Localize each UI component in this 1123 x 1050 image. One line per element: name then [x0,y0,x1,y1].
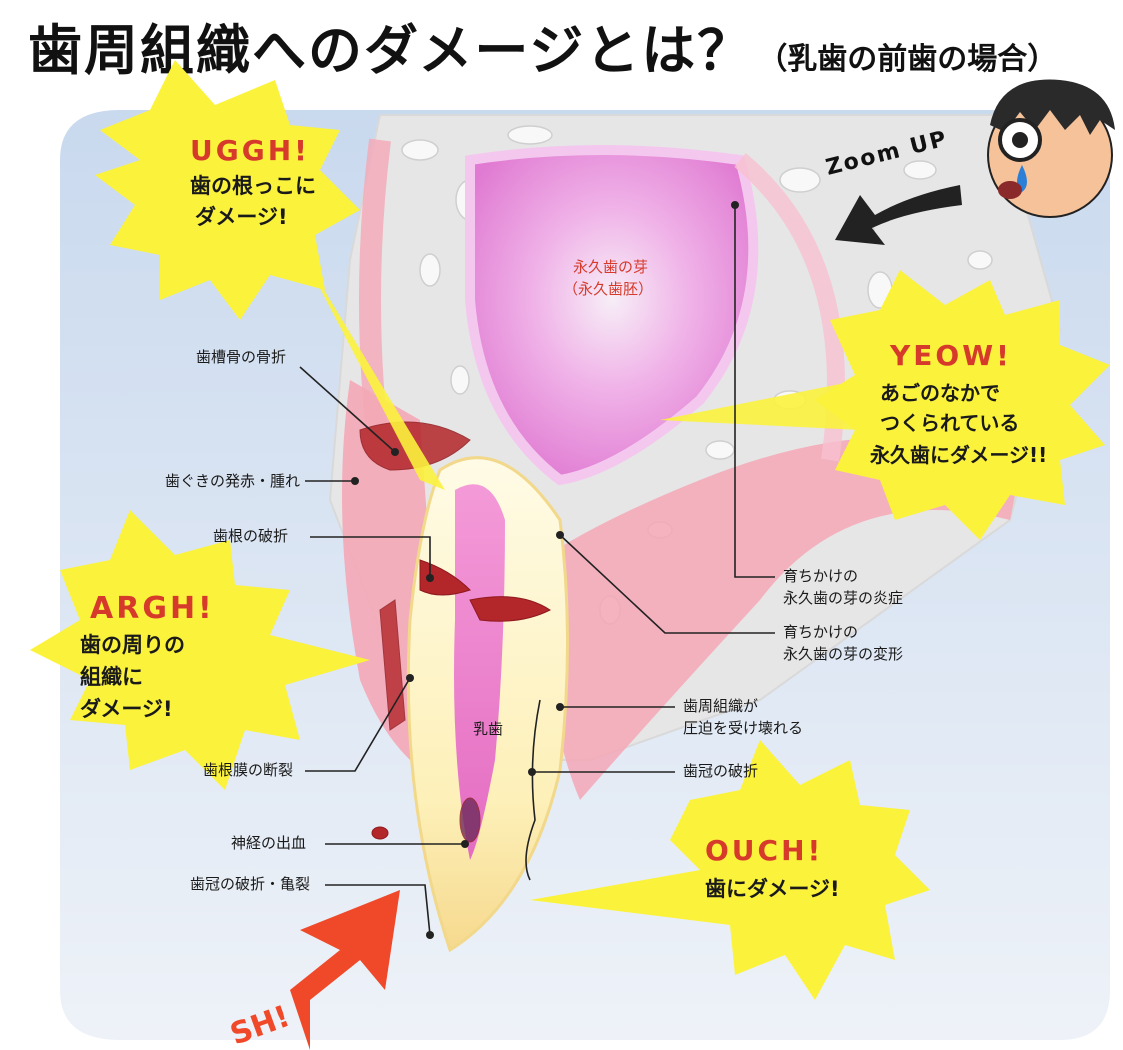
alveolar-fracture-label: 歯槽骨の骨折 [196,348,286,366]
bud-deformation-dot [556,531,564,539]
crown-crack-leader [325,884,431,936]
alveolar-fracture-dot [391,448,399,456]
bubble-ouch-shape [530,740,930,1000]
yeow-pointer [660,380,860,430]
ouch-exclaim: OUCH! [705,834,823,867]
argh-exclaim: ARGH! [90,591,215,626]
root-fracture-label: 歯根の破折 [213,527,288,545]
bubble-yeow-shape [815,270,1110,540]
alveolar-fracture-leader [299,366,396,453]
crown-crack-dot [426,931,434,939]
page-title: 歯周組織へのダメージとは？（乳歯の前歯の場合） [28,6,1057,85]
bud-inflammation-leader [734,205,775,578]
pulp-bleeding-label: 神経の出血 [231,834,306,852]
bubble-yeow: YEOW! あごのなかで つくられている 永久歯にダメージ!! [815,270,1110,540]
bud-deformation-label-line1: 育ちかけの [783,623,858,641]
gum-inflammation-label: 歯ぐきの発赤・腫れ [165,472,300,490]
bubble-ouch: OUCH! 歯にダメージ! [530,740,930,1000]
gum-inflammation-dot [351,477,359,485]
argh-line1: 歯の周りの [80,633,185,657]
impact-arrow: SH! [226,890,400,1050]
ouch-line1: 歯にダメージ! [705,877,840,901]
bone-lining [359,138,391,462]
crown-fracture-label: 歯冠の破折 [683,762,758,780]
uggh-pointer [300,250,445,490]
bubble-argh-shape [30,510,370,790]
crown-crack-label: 歯冠の破折・亀裂 [190,875,310,893]
ligament-tear-dot [406,674,414,682]
title-main: 歯周組織へのダメージとは？ [28,19,754,82]
ligament-tear-leader [305,677,411,772]
root-fracture-leader [310,536,431,578]
bubble-uggh: UGGH! 歯の根っこに ダメージ! [95,60,360,320]
ligament-tear-label: 歯根膜の断裂 [203,761,293,779]
bud-inflammation-label-line1: 育ちかけの [783,567,858,585]
tooth-pulp [454,484,505,860]
permanent-bud-label-line1: 永久歯の芽 [573,258,648,276]
argh-line2: 組織に [80,665,143,689]
periodontal-label-line2: 圧迫を受け壊れる [683,719,803,737]
periodontal-label-line1: 歯周組織が [683,697,758,715]
bubble-argh: ARGH! 歯の周りの 組織に ダメージ! [30,510,370,790]
pulp-bleeding-dot [461,840,469,848]
uggh-exclaim: UGGH! [190,134,310,167]
bud-deformation-label-line2: 永久歯の芽の変形 [783,645,903,663]
yeow-line3: 永久歯にダメージ!! [869,443,1047,467]
baby-tooth-label: 乳歯 [473,720,503,738]
gum-tissue-back [540,437,1020,800]
bud-inflammation-label-line2: 永久歯の芽の炎症 [783,589,903,607]
bubble-uggh-shape [95,60,360,320]
character-face [987,79,1115,218]
yeow-line2: つくられている [880,411,1019,435]
yeow-line1: あごのなかで [880,381,1000,405]
title-subtitle: （乳歯の前歯の場合） [757,42,1058,77]
yeow-exclaim: YEOW! [889,339,1012,372]
zoom-arrow [835,185,962,245]
crown-crack-line [525,699,541,881]
root-fracture-dot [426,574,434,582]
face-pupil [1012,132,1028,148]
bud-deformation-leader [559,534,775,634]
uggh-line1: 歯の根っこに [190,174,316,198]
uggh-line2: ダメージ! [195,205,288,229]
crown-fracture-dot [528,768,536,776]
permanent-tooth-bud [465,145,759,486]
argh-line3: ダメージ! [80,697,173,721]
bud-inflammation-dot [731,201,739,209]
periodontal-dot [556,703,564,711]
face-hair [990,79,1115,135]
face-mouth [998,181,1022,199]
permanent-bud-label-line2: （永久歯胚） [563,280,653,298]
